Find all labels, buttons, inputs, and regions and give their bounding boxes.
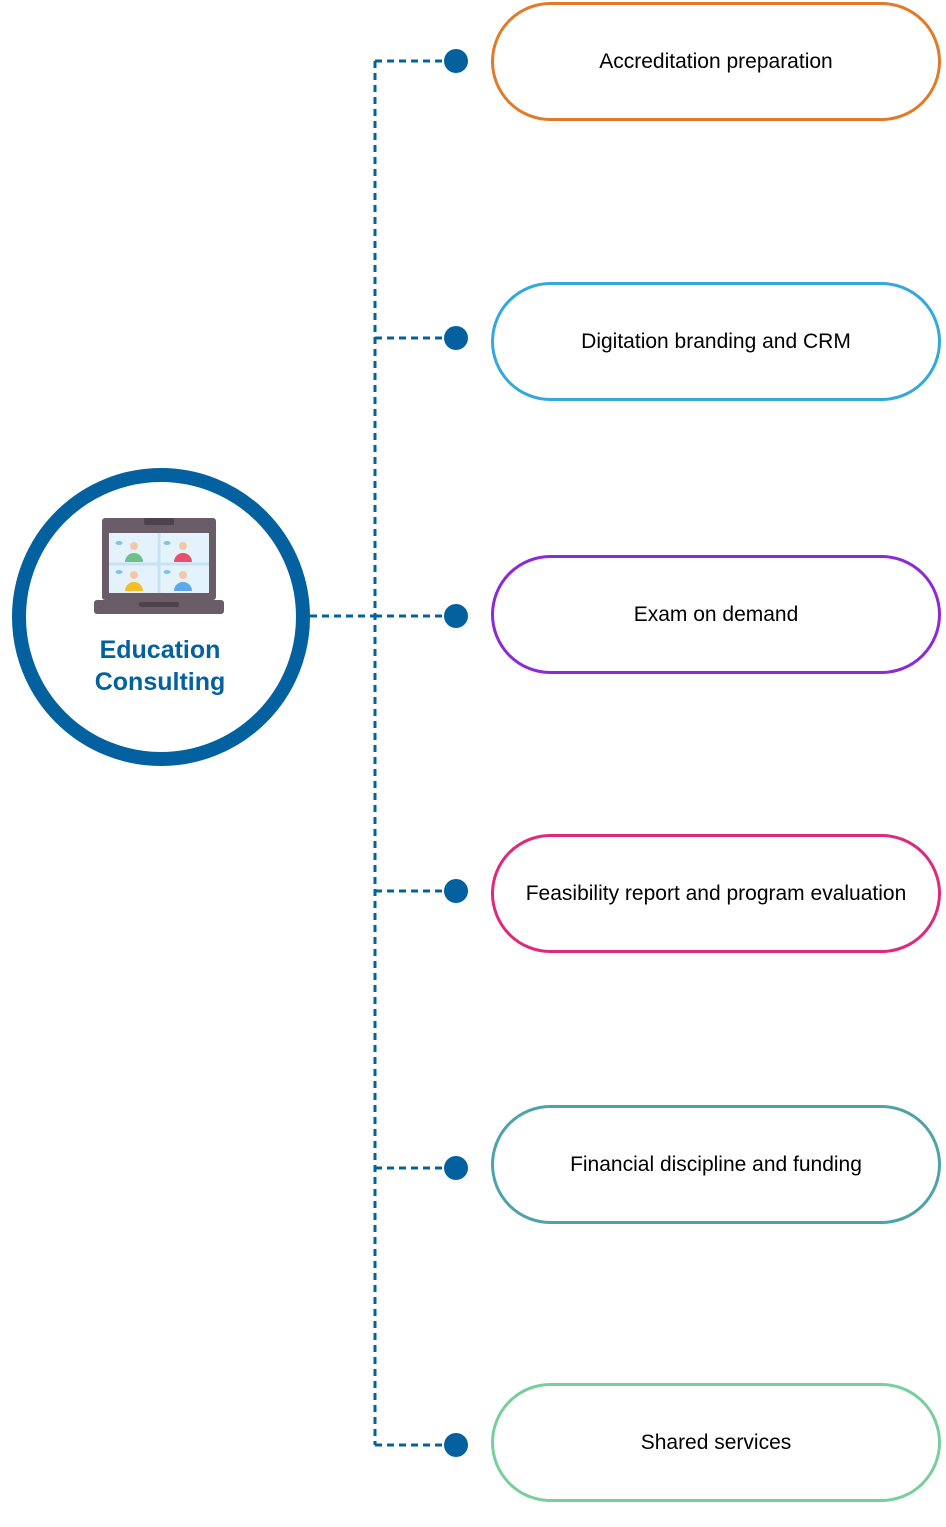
hub-circle	[12, 468, 310, 766]
hub-title-line1: Education	[99, 636, 221, 664]
branch-dot	[444, 1156, 468, 1180]
service-pill-accreditation: Accreditation preparation	[491, 2, 941, 121]
service-pill-digitation: Digitation branding and CRM	[491, 282, 941, 401]
laptop-video-call-icon	[94, 518, 224, 614]
branch-dot	[444, 326, 468, 350]
service-pill-feasibility: Feasibility report and program evaluatio…	[491, 834, 941, 953]
service-pill-financial: Financial discipline and funding	[491, 1105, 941, 1224]
service-label: Feasibility report and program evaluatio…	[525, 881, 907, 905]
service-label: Exam on demand	[633, 602, 799, 626]
hub-title-line2: Consulting	[94, 668, 226, 696]
service-label: Financial discipline and funding	[570, 1152, 862, 1176]
hub-title: Education Consulting	[22, 634, 298, 698]
branch-dot	[444, 879, 468, 903]
service-pill-shared: Shared services	[491, 1383, 941, 1502]
branch-dot	[444, 604, 468, 628]
service-pill-exam: Exam on demand	[491, 555, 941, 674]
service-label: Shared services	[640, 1430, 792, 1454]
service-label: Digitation branding and CRM	[581, 329, 851, 353]
service-label: Accreditation preparation	[599, 49, 833, 73]
branch-dot	[444, 1433, 468, 1457]
branch-dot	[444, 49, 468, 73]
